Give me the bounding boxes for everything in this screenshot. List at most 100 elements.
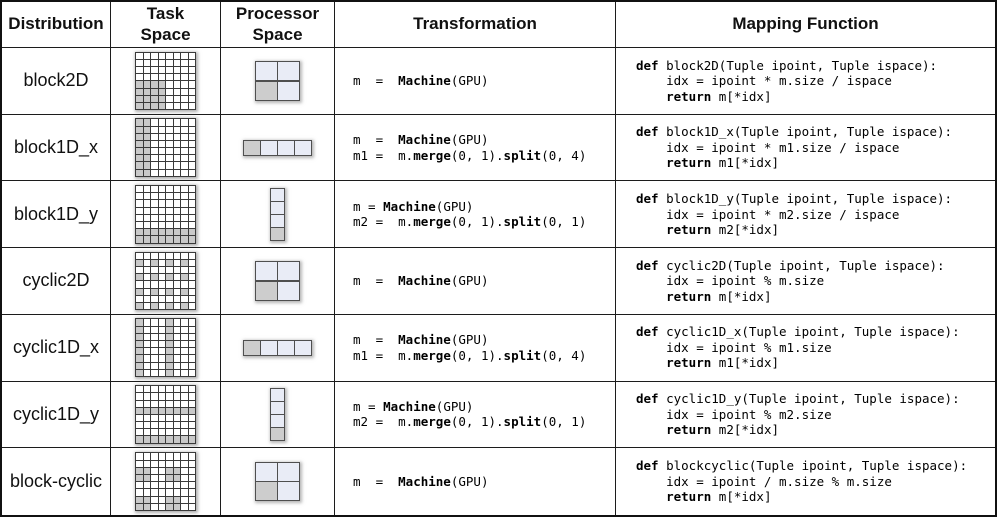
grid-cell xyxy=(173,489,180,496)
grid-cell xyxy=(158,369,165,376)
grid-cell xyxy=(173,362,180,369)
grid-cell xyxy=(166,319,173,326)
code-line: return m[*idx] xyxy=(666,489,772,505)
grid-cell xyxy=(151,59,158,66)
distribution-label: block-cyclic xyxy=(9,471,102,492)
grid-cell xyxy=(188,482,195,489)
grid-cell xyxy=(151,140,158,148)
mapping-function-code: def block1D_y(Tuple ipoint, Tuple ispace… xyxy=(636,191,952,238)
grid-cell xyxy=(173,95,180,102)
grid-cell xyxy=(173,267,180,274)
grid-cell xyxy=(244,340,260,355)
grid-cell xyxy=(143,74,150,81)
grid-cell xyxy=(158,348,165,355)
grid-cell xyxy=(181,126,188,133)
grid-cell xyxy=(158,274,165,281)
grid-cell xyxy=(188,207,195,214)
distribution-cell: cyclic2D xyxy=(2,248,111,315)
grid-cell xyxy=(136,414,143,422)
grid-cell xyxy=(166,126,173,133)
grid-cell xyxy=(143,414,150,422)
grid-cell xyxy=(295,340,311,355)
grid-cell xyxy=(166,66,173,74)
grid-cell xyxy=(271,389,284,401)
grid-cell xyxy=(151,207,158,214)
grid-cell xyxy=(181,140,188,148)
grid-cell xyxy=(188,66,195,74)
grid-cell xyxy=(158,162,165,169)
code-line: m2 = m.merge(0, 1).split(0, 1) xyxy=(353,414,587,430)
grid-cell xyxy=(173,221,180,229)
grid-cell xyxy=(143,333,150,341)
grid-cell xyxy=(181,259,188,267)
grid-cell xyxy=(151,386,158,393)
grid-cell xyxy=(173,52,180,59)
grid-cell xyxy=(188,221,195,229)
grid-cell xyxy=(166,207,173,214)
grid-cell xyxy=(173,400,180,407)
distribution-label: cyclic2D xyxy=(22,270,90,291)
grid-cell xyxy=(143,436,150,443)
grid-cell xyxy=(143,341,150,348)
grid-cell xyxy=(173,155,180,162)
grid-cell xyxy=(143,229,150,236)
grid-cell xyxy=(166,386,173,393)
grid-cell xyxy=(151,186,158,193)
mapping-function-code: def cyclic1D_y(Tuple ipoint, Tuple ispac… xyxy=(636,391,960,438)
grid-cell xyxy=(143,496,150,503)
grid-cell xyxy=(158,467,165,474)
grid-cell xyxy=(188,74,195,81)
grid-cell xyxy=(151,66,158,74)
grid-cell xyxy=(151,474,158,482)
grid-cell xyxy=(151,259,158,267)
grid-cell xyxy=(158,155,165,162)
grid-cell xyxy=(143,474,150,482)
grid-cell xyxy=(166,52,173,59)
code-line: idx = ipoint % m2.size xyxy=(636,406,832,422)
code-line: def cyclic1D_y(Tuple ipoint, Tuple ispac… xyxy=(636,391,960,407)
grid-cell xyxy=(173,229,180,236)
grid-cell xyxy=(158,229,165,236)
grid-cell xyxy=(255,482,277,501)
grid-cell xyxy=(173,162,180,169)
grid-cell xyxy=(188,274,195,281)
grid-cell xyxy=(166,119,173,126)
grid-cell xyxy=(158,267,165,274)
grid-cell xyxy=(188,414,195,422)
grid-cell xyxy=(143,460,150,467)
grid-cell xyxy=(255,262,277,281)
grid-cell xyxy=(188,303,195,310)
grid-cell xyxy=(188,326,195,333)
grid-cell xyxy=(166,436,173,443)
grid-cell xyxy=(173,407,180,414)
processor-space-grid xyxy=(254,261,301,301)
grid-cell xyxy=(188,267,195,274)
transformation-cell: m = Machine(GPU)m1 = m.merge(0, 1).split… xyxy=(335,314,616,382)
grid-cell xyxy=(173,169,180,176)
code-line: m = Machine(GPU) xyxy=(353,198,474,214)
grid-cell xyxy=(278,140,294,155)
grid-cell xyxy=(188,214,195,221)
grid-cell xyxy=(158,303,165,310)
grid-cell xyxy=(158,407,165,414)
grid-cell xyxy=(261,340,277,355)
grid-cell xyxy=(158,252,165,259)
grid-cell xyxy=(151,288,158,295)
grid-cell xyxy=(136,341,143,348)
task-space-grid xyxy=(135,251,196,311)
grid-cell xyxy=(181,319,188,326)
processor-space-grid xyxy=(270,388,285,441)
grid-cell xyxy=(158,400,165,407)
grid-cell xyxy=(173,482,180,489)
grid-cell xyxy=(166,422,173,429)
grid-cell xyxy=(166,59,173,66)
transformation-code: m = Machine(GPU)m1 = m.merge(0, 1).split… xyxy=(353,332,586,363)
grid-cell xyxy=(136,155,143,162)
grid-cell xyxy=(188,393,195,400)
grid-cell xyxy=(181,407,188,414)
grid-cell xyxy=(151,453,158,460)
grid-cell xyxy=(143,236,150,243)
grid-cell xyxy=(166,453,173,460)
header-transformation: Transformation xyxy=(335,2,616,48)
grid-cell xyxy=(166,393,173,400)
